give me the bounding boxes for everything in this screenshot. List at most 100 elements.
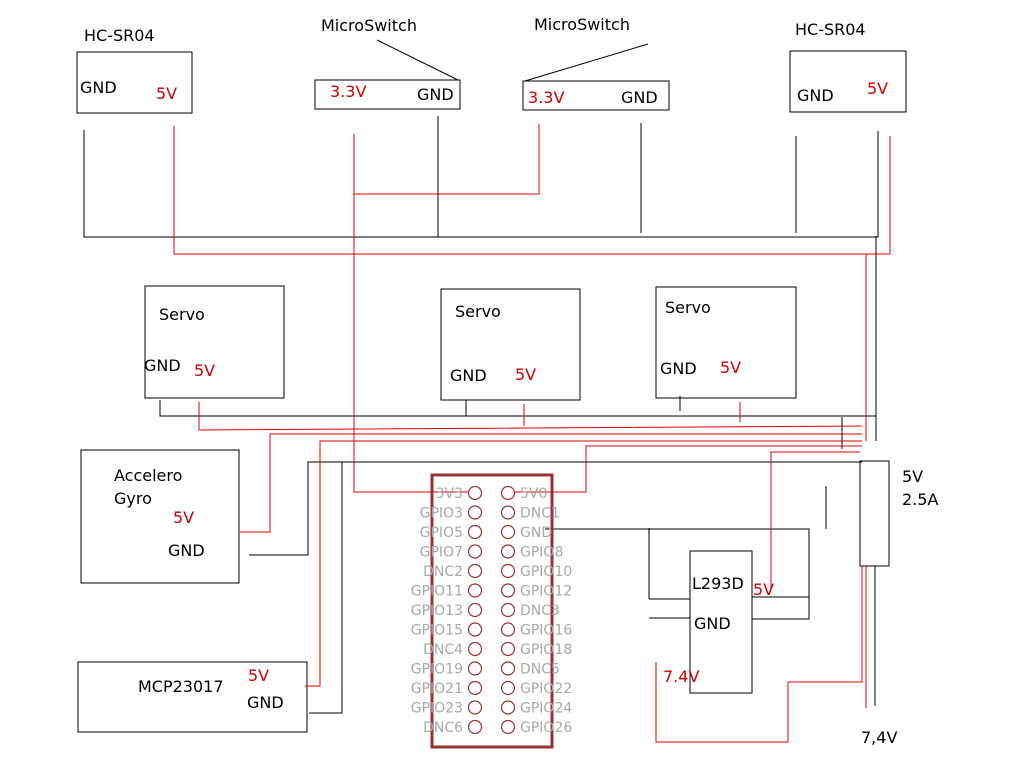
- header-pin-left: [467, 485, 483, 501]
- header-pin-right-label: GPIO26: [520, 720, 572, 736]
- servo-1-title: Servo: [159, 305, 205, 324]
- header-pin-left: [467, 524, 483, 540]
- header-pin-left: [467, 544, 483, 559]
- microswitch-2-3v3-label: 3.3V: [528, 88, 564, 107]
- gyro-5v-wire: [240, 433, 862, 533]
- header-pin-left-label: 3V3: [436, 486, 463, 502]
- power-supply-voltage-label: 5V: [902, 467, 923, 486]
- sensor-gnd-bus: [83, 130, 879, 238]
- servo-1-box: [144, 285, 285, 399]
- header-pin-right: [500, 485, 516, 501]
- microswitch-2-title: MicroSwitch: [534, 15, 630, 34]
- servo-2-gnd-label: GND: [450, 366, 487, 385]
- microswitch-1-gnd-label: GND: [417, 85, 454, 104]
- servo-5v-bus: [198, 402, 863, 431]
- header-pin-right-label: GPIO22: [520, 681, 572, 697]
- servo-3-5v-label: 5V: [720, 358, 741, 377]
- power-supply-box: [859, 460, 890, 567]
- header-pin-right: [500, 661, 516, 676]
- motor-7v4-wire: [655, 566, 863, 743]
- header-pin-right: [500, 700, 516, 715]
- header-pin-left-label: GPIO13: [411, 603, 463, 619]
- hcsr04-left-5v-label: 5V: [156, 84, 177, 103]
- hcsr04-right-title: HC-SR04: [795, 20, 866, 39]
- servo-3-title: Servo: [665, 298, 711, 317]
- servo-3-box: [655, 286, 797, 399]
- header-pin-left: [467, 505, 483, 520]
- header-pin-right: [500, 719, 516, 735]
- header-pin-right: [500, 544, 516, 559]
- l293d-gnd-label: GND: [694, 614, 731, 633]
- header-pin-left-label: GPIO5: [420, 525, 463, 541]
- l293d-5v-wire: [770, 451, 860, 590]
- mcp23017-title: MCP23017: [138, 677, 224, 696]
- header-pin-right-label: 5V0: [520, 486, 547, 502]
- header-pin-left-label: GPIO15: [411, 623, 463, 639]
- hcsr04-right-box: [789, 50, 907, 113]
- header-pin-left: [467, 563, 483, 579]
- mcp23017-5v-label: 5V: [248, 666, 269, 685]
- l293d-title: L293D: [692, 574, 744, 593]
- hcsr04-left-box: [76, 51, 193, 114]
- header-pin-left: [467, 680, 483, 696]
- accelero-gnd-label: GND: [168, 541, 205, 560]
- servo-2-title: Servo: [455, 302, 501, 321]
- accelero-title-line2: Gyro: [114, 489, 152, 508]
- sensor-5v-bus: [173, 126, 867, 441]
- header-pin-left-label: GPIO11: [411, 584, 463, 600]
- header-pin-left: [467, 700, 483, 715]
- header-pin-right: [500, 641, 516, 657]
- accelero-title-line1: Accelero: [114, 466, 182, 485]
- header-pin-left: [467, 583, 483, 598]
- header-pin-left: [467, 641, 483, 657]
- servo-2-5v-label: 5V: [515, 365, 536, 384]
- header-pin-right-label: DNC5: [520, 662, 560, 678]
- microswitch-2-box: [522, 80, 670, 111]
- l293d-5v-label: 5V: [753, 580, 774, 599]
- header-pin-right-label: GND: [520, 525, 552, 541]
- header-pin-left-label: DNC4: [423, 642, 463, 658]
- header-pin-right: [500, 505, 516, 520]
- microswitch-2-3v3-wire: [354, 124, 540, 195]
- header-pin-right-label: GPIO18: [520, 642, 572, 658]
- servo-gnd-bus: [159, 400, 876, 417]
- header-pin-right-label: DNC1: [520, 506, 560, 522]
- servo-1-5v-label: 5V: [194, 361, 215, 380]
- header-pin-right-label: GPIO10: [520, 564, 572, 580]
- header-5v-wire: [514, 445, 862, 493]
- header-pin-right: [500, 602, 516, 618]
- hcsr04-right-gnd-label: GND: [797, 86, 834, 105]
- hcsr04-right-5v-wire: [866, 136, 891, 255]
- microswitch-1-title: MicroSwitch: [321, 16, 417, 35]
- header-pin-right: [500, 563, 516, 579]
- microswitch-2-lever: [524, 43, 649, 82]
- header-pin-left: [467, 719, 483, 735]
- header-pin-right-label: GPIO16: [520, 623, 572, 639]
- header-pin-left: [467, 622, 483, 637]
- gpio-header-pins: 3V3GPIO3GPIO5GPIO7DNC2GPIO11GPIO13GPIO15…: [411, 485, 572, 736]
- header-pin-left-label: DNC6: [423, 720, 463, 736]
- battery-label: 7,4V: [861, 728, 897, 747]
- servo-3-gnd-label: GND: [660, 359, 697, 378]
- hcsr04-right-5v-label: 5V: [867, 79, 888, 98]
- servo-1-gnd-label: GND: [144, 356, 181, 375]
- l293d-7v4-label: 7.4V: [663, 667, 699, 686]
- power-supply-current-label: 2.5A: [902, 490, 938, 509]
- header-pin-right: [500, 583, 516, 598]
- header-pin-left: [467, 602, 483, 618]
- header-pin-right: [500, 622, 516, 637]
- header-gnd-wire: [545, 528, 810, 620]
- hcsr04-left-title: HC-SR04: [84, 26, 155, 45]
- microswitch-2-gnd-label: GND: [621, 88, 658, 107]
- l293d-box: [689, 550, 753, 694]
- gpio-header-outline: [430, 473, 554, 749]
- gyro-gnd-wire: [249, 461, 862, 556]
- header-pin-right-label: GPIO8: [520, 545, 563, 561]
- accelero-gyro-box: [80, 449, 240, 584]
- accelero-5v-label: 5V: [173, 508, 194, 527]
- header-pin-left-label: GPIO23: [411, 701, 463, 717]
- hcsr04-left-gnd-label: GND: [80, 78, 117, 97]
- header-pin-left-label: GPIO3: [420, 506, 463, 522]
- header-pin-left-label: GPIO21: [411, 681, 463, 697]
